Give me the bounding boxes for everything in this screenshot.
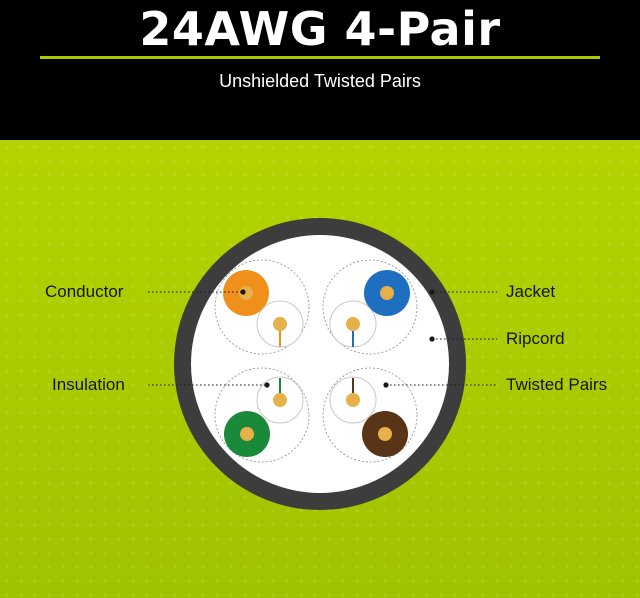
conductor-dot bbox=[240, 289, 246, 295]
blue-wire-conductor bbox=[380, 286, 394, 300]
insulation-dot bbox=[264, 382, 270, 388]
ripcord-label: Ripcord bbox=[506, 329, 565, 348]
twisted-pair-blue bbox=[322, 259, 418, 355]
insulation-label: Insulation bbox=[52, 375, 125, 394]
twisted-pairs-dot bbox=[383, 382, 389, 388]
brown-wire-conductor bbox=[378, 427, 392, 441]
title-underline bbox=[40, 56, 600, 59]
ripcord-dot bbox=[429, 336, 435, 342]
conductor-label: Conductor bbox=[45, 282, 124, 301]
twisted-pairs-label: Twisted Pairs bbox=[506, 375, 608, 394]
green-wire-conductor bbox=[240, 427, 254, 441]
cable-core bbox=[191, 235, 449, 493]
jacket-label: Jacket bbox=[506, 282, 556, 301]
leader-lines bbox=[148, 291, 497, 386]
page-title: 24AWG 4-Pair bbox=[139, 2, 501, 56]
header-banner: 24AWG 4-Pair Unshielded Twisted Pairs bbox=[0, 0, 640, 140]
jacket-dot bbox=[429, 289, 435, 295]
twisted-pair-brown bbox=[322, 367, 418, 463]
page-subtitle: Unshielded Twisted Pairs bbox=[219, 71, 421, 91]
twisted-pair-green bbox=[214, 367, 310, 463]
